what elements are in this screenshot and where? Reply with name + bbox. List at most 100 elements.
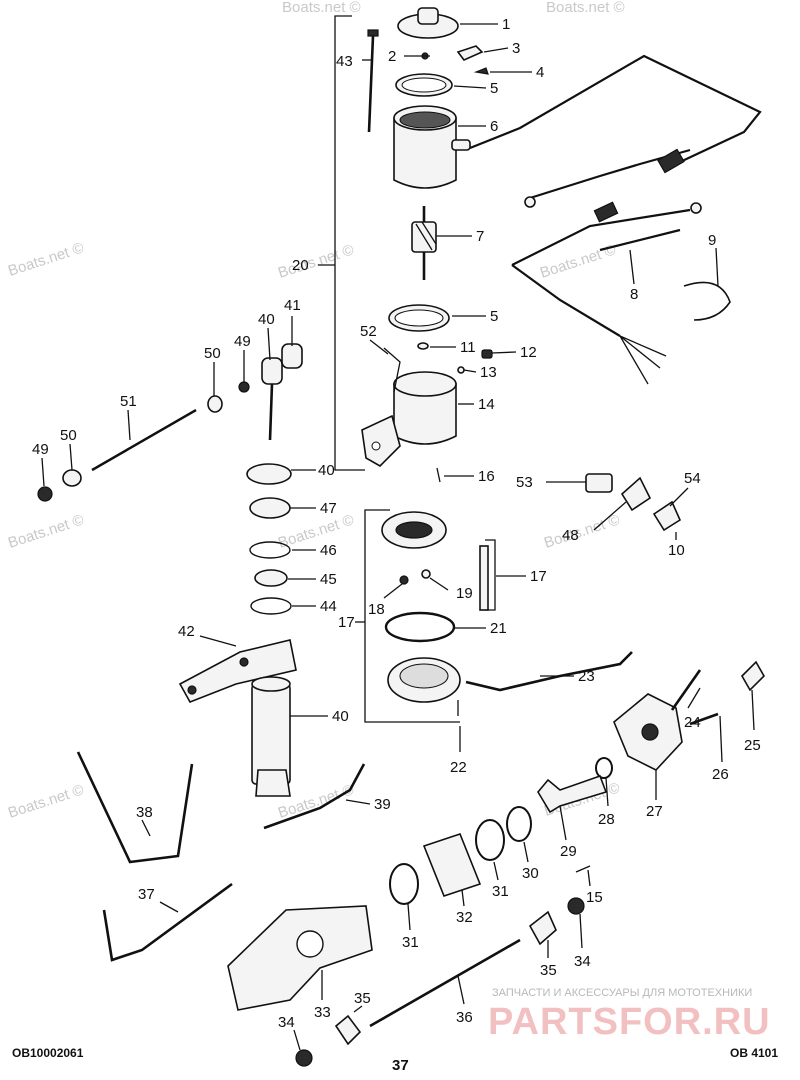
callout-17b: 17 bbox=[338, 614, 355, 631]
washer-part bbox=[62, 469, 82, 487]
watermark: Boats.net © bbox=[276, 241, 356, 281]
bezel-part bbox=[652, 500, 682, 532]
wiring-harness bbox=[469, 54, 762, 385]
callout-16: 16 bbox=[478, 468, 495, 485]
callout-6: 6 bbox=[490, 118, 498, 135]
cylinder-part bbox=[251, 683, 291, 785]
nut-part bbox=[567, 897, 585, 915]
callout-49b: 49 bbox=[32, 441, 49, 458]
callout-39: 39 bbox=[374, 796, 391, 813]
callout-49: 49 bbox=[234, 333, 251, 350]
reservoir-center bbox=[399, 663, 449, 689]
callout-43: 43 bbox=[336, 53, 353, 70]
seal-ring-part bbox=[250, 597, 292, 615]
ring-terminal bbox=[690, 202, 702, 214]
pin-part bbox=[436, 467, 441, 483]
bolt-part bbox=[689, 712, 719, 726]
callout-30: 30 bbox=[522, 865, 539, 882]
end-bell-top bbox=[393, 371, 457, 397]
leader-line bbox=[353, 1005, 363, 1013]
end-bell-mount-hole bbox=[371, 441, 381, 451]
leader-line bbox=[483, 47, 509, 53]
brand-tagline: ЗАПЧАСТИ И АКСЕССУАРЫ ДЛЯ МОТОТЕХНИКИ bbox=[492, 987, 752, 999]
pivot-sleeve-part bbox=[528, 910, 557, 946]
cap-part bbox=[246, 463, 292, 485]
callout-44: 44 bbox=[320, 598, 337, 615]
hydraulic-line-part bbox=[263, 763, 366, 830]
leader-line bbox=[267, 327, 271, 361]
valve-cover-center bbox=[395, 521, 433, 539]
callout-8: 8 bbox=[630, 286, 638, 303]
leader-line bbox=[127, 409, 131, 441]
callout-2: 2 bbox=[388, 48, 396, 65]
part-17-bracket bbox=[485, 539, 496, 611]
callout-40: 40 bbox=[258, 311, 275, 328]
callout-1: 1 bbox=[502, 16, 510, 33]
callout-40b: 40 bbox=[318, 462, 335, 479]
leader-line bbox=[751, 689, 755, 731]
mount-bracket-part bbox=[227, 905, 373, 1011]
callout-54: 54 bbox=[684, 470, 701, 487]
connector-part bbox=[593, 201, 619, 223]
callout-5b: 5 bbox=[490, 308, 498, 325]
ring-terminal bbox=[524, 196, 536, 208]
callout-15: 15 bbox=[586, 889, 603, 906]
leader-line bbox=[579, 913, 583, 949]
screw-part bbox=[575, 865, 591, 873]
leader-line bbox=[523, 841, 529, 863]
hydraulic-line-part bbox=[76, 751, 194, 864]
washer-part bbox=[457, 366, 465, 374]
long-screw-part bbox=[367, 35, 375, 133]
ring-part bbox=[475, 819, 505, 861]
watermark-layer: Boats.net © Boats.net © Boats.net © Boat… bbox=[6, 0, 625, 822]
brand-logo: PARTSFOR.RU bbox=[488, 1001, 771, 1043]
callout-labels: 1 2 3 4 5 6 43 7 20 9 8 5 41 40 50 49 52… bbox=[32, 16, 761, 1031]
callout-5: 5 bbox=[490, 80, 498, 97]
callout-34: 34 bbox=[574, 953, 591, 970]
sleeve-part bbox=[422, 833, 482, 897]
diagram-code-right: OB 4101 bbox=[730, 1046, 778, 1060]
callout-34b: 34 bbox=[278, 1014, 295, 1031]
callout-21: 21 bbox=[490, 620, 507, 637]
manifold-port bbox=[641, 723, 659, 741]
leader-line bbox=[199, 635, 237, 647]
connector-part bbox=[657, 148, 685, 174]
o-ring-part bbox=[384, 611, 456, 643]
end-bell-mount bbox=[361, 414, 401, 467]
callout-29: 29 bbox=[560, 843, 577, 860]
callout-46: 46 bbox=[320, 542, 337, 559]
callout-7: 7 bbox=[476, 228, 484, 245]
harness-leads bbox=[619, 335, 667, 385]
long-shaft-part bbox=[369, 938, 521, 1028]
callout-26: 26 bbox=[712, 766, 729, 783]
callout-51: 51 bbox=[120, 393, 137, 410]
ball-part bbox=[399, 575, 409, 585]
leader-line bbox=[345, 799, 371, 805]
callout-36: 36 bbox=[456, 1009, 473, 1026]
o-ring-inner bbox=[401, 77, 447, 93]
callout-10: 10 bbox=[668, 542, 685, 559]
leader-line bbox=[629, 249, 635, 285]
leader-line bbox=[383, 583, 403, 599]
valve-body-assembly bbox=[381, 467, 489, 716]
nut-part bbox=[37, 486, 53, 502]
screw-part bbox=[481, 349, 493, 359]
hydraulic-tube-part bbox=[465, 651, 633, 692]
fitting-part bbox=[741, 660, 765, 692]
shaft-highlight bbox=[91, 407, 197, 469]
callout-53: 53 bbox=[516, 474, 533, 491]
pivot-sleeve-part bbox=[334, 1014, 362, 1046]
callout-35b: 35 bbox=[354, 990, 371, 1007]
callout-3: 3 bbox=[512, 40, 520, 57]
spring-part bbox=[421, 569, 431, 579]
watermark: Boats.net © bbox=[6, 511, 86, 551]
callout-37: 37 bbox=[138, 886, 155, 903]
callout-19: 19 bbox=[456, 585, 473, 602]
callout-25: 25 bbox=[744, 737, 761, 754]
callout-20: 20 bbox=[292, 257, 309, 274]
motor-assembly bbox=[361, 7, 493, 467]
end-cap-terminal bbox=[417, 7, 439, 25]
leader-line bbox=[461, 889, 465, 907]
bracket-part bbox=[178, 639, 297, 703]
leader-line bbox=[687, 687, 701, 709]
